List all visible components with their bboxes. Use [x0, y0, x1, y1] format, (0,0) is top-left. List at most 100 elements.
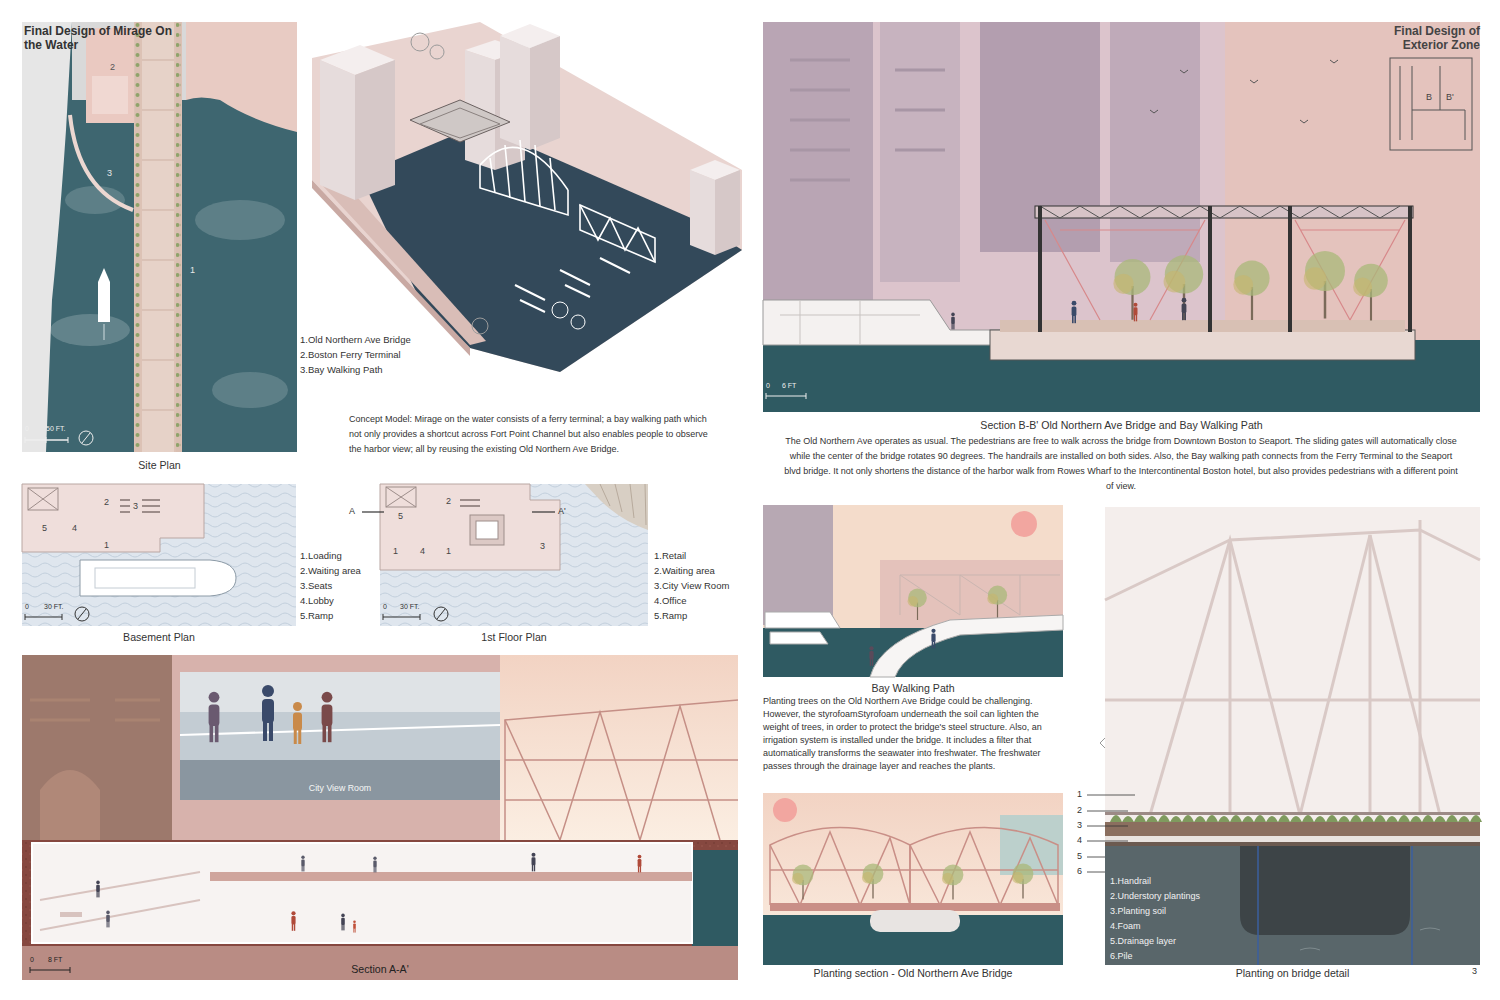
section-b-b-part	[1225, 22, 1480, 342]
callout-label: B'	[1446, 92, 1454, 103]
bay-walking-path-view-part	[931, 629, 935, 649]
callout-label: 1	[1077, 789, 1082, 800]
section-b-b-part	[1353, 264, 1388, 321]
bay-walking-path-view-part	[765, 612, 840, 628]
note-text: Concept Model: Mirage on the water consi…	[349, 412, 711, 457]
concept-model-part	[355, 60, 395, 200]
callout-label: 5	[398, 511, 403, 522]
section-b-b-part	[1035, 206, 1413, 218]
callout-label: 1.Retail	[654, 550, 686, 561]
site-plan-part	[22, 22, 297, 452]
planting-detail-part-part	[1087, 795, 1135, 796]
concept-model-part	[411, 33, 429, 51]
panel-caption: Section B-B' Old Northern Ave Bridge and…	[763, 418, 1480, 432]
panel-caption: Bay Walking Path	[763, 681, 1063, 695]
first-floor-plan-part	[380, 484, 560, 570]
callout-label: 0	[25, 603, 29, 611]
first-floor-plan	[362, 484, 648, 626]
first-floor-plan-part	[380, 484, 648, 626]
panel-caption: Site Plan	[22, 458, 297, 472]
section-a-a-part	[293, 702, 302, 744]
section-a-a-part	[210, 872, 692, 881]
bay-walking-path-view-part	[869, 646, 873, 666]
callout-label: 3	[1077, 820, 1082, 831]
first-floor-plan-part	[434, 607, 448, 621]
planting-detail-part	[1105, 507, 1480, 965]
callout-label: 0	[766, 382, 770, 390]
panel-caption: 1st Floor Plan	[380, 630, 648, 644]
basement-plan-part	[22, 484, 296, 626]
first-floor-plan-part	[437, 609, 445, 619]
site-plan-part	[98, 268, 110, 322]
planting-section-view-part	[1000, 815, 1063, 875]
callout-label: 1	[446, 546, 451, 557]
site-plan-part	[82, 433, 90, 443]
section-b-b-part	[1040, 206, 1400, 218]
planting-section-view	[763, 793, 1063, 965]
callout-label: 2.Waiting area	[654, 565, 715, 576]
basement-plan-part	[22, 484, 204, 552]
site-plan-part	[25, 437, 68, 443]
figure-panel: Section A-A' City View Room	[22, 655, 738, 980]
figure-panel: Section B-B' Old Northern Ave Bridge and…	[763, 22, 1480, 432]
concept-model-part-part	[580, 205, 655, 262]
callout-label: 5.Ramp	[654, 610, 687, 621]
concept-model-part	[322, 178, 486, 345]
callout-label: 1.Handrail	[1110, 876, 1151, 887]
planting-detail-part-part	[1150, 535, 1440, 815]
section-b-b-part	[1150, 60, 1338, 123]
callout-label: 50 FT.	[46, 425, 65, 433]
section-b-b-part	[1113, 259, 1150, 320]
planting-section-view-part	[770, 903, 1060, 911]
bay-walking-path-view	[763, 505, 1063, 677]
planting-detail-part	[1240, 846, 1410, 935]
callout-label: 3	[1472, 966, 1477, 977]
basement-plan-part	[25, 614, 62, 620]
basement-plan-part	[25, 617, 62, 618]
panel-caption: Section A-A'	[22, 962, 738, 976]
callout-label: 1.Loading	[300, 550, 342, 561]
callout-label: 3.Bay Walking Path	[300, 364, 383, 375]
section-a-a-part	[30, 970, 70, 971]
site-plan	[22, 22, 297, 452]
basement-plan-part	[78, 609, 86, 619]
planting-detail-part	[1110, 815, 1482, 822]
section-b-b-part	[780, 300, 920, 345]
callout-label: 1	[104, 540, 109, 551]
bay-walking-path-view-part	[770, 632, 828, 644]
concept-model-part	[571, 315, 585, 329]
section-a-a-part	[505, 700, 738, 840]
site-plan-part	[186, 22, 297, 132]
callout-label: 30 FT.	[400, 603, 419, 611]
concept-model-part	[515, 258, 630, 312]
site-plan-part	[142, 22, 174, 452]
basement-plan-part	[120, 500, 160, 512]
concept-model-part	[312, 180, 470, 356]
panel-caption: City View Room	[180, 781, 500, 795]
concept-model-part	[530, 36, 560, 150]
first-floor-plan-part	[460, 500, 480, 506]
section-a-a-part	[22, 655, 172, 845]
planting-detail-part	[1105, 822, 1480, 836]
section-a-a-part	[22, 946, 738, 980]
callout-label: 4	[72, 523, 77, 534]
section-b-b-part	[763, 300, 1000, 345]
planting-detail-part-part	[1105, 699, 1480, 702]
section-a-a-part	[532, 853, 536, 872]
concept-model-part-part	[490, 140, 555, 210]
planting-section-view-part	[763, 793, 1063, 965]
callout-label: 5.Ramp	[300, 610, 333, 621]
callout-label: 2	[104, 497, 109, 508]
callout-label: 4	[1077, 835, 1082, 846]
callout-label: 4.Lobby	[300, 595, 334, 606]
callout-label: 6 FT	[782, 382, 796, 390]
planting-section-view-part	[1012, 863, 1033, 898]
callout-label: B	[1426, 92, 1432, 103]
callout-label: 4.Foam	[1110, 921, 1141, 932]
figure-panel: City View Room	[180, 672, 500, 800]
section-b-b-part	[1000, 320, 1405, 332]
bay-walking-path-view-part	[908, 589, 927, 621]
section-b-b-part	[1408, 206, 1412, 332]
